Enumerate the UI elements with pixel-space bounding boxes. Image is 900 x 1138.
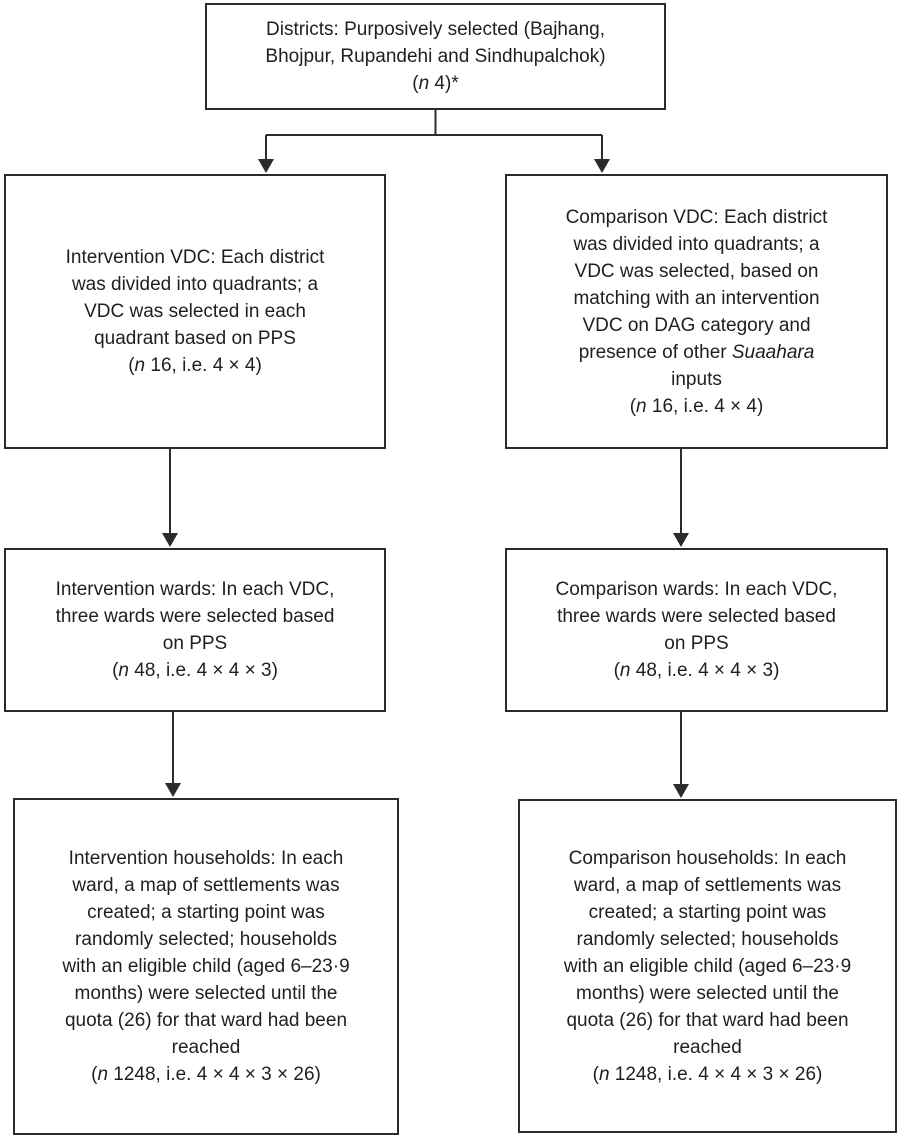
node-comparison-vdc-body: Comparison VDC: Each district was divide… [556,204,838,393]
node-intervention-vdc-text: Intervention VDC: Each district was divi… [65,247,325,349]
node-intervention-households-body: Intervention households: In each ward, a… [59,845,353,1061]
node-intervention-wards-body: Intervention wards: In each VDC, three w… [49,576,341,657]
arrowhead-to-comparison-households [673,784,689,798]
node-intervention-vdc-stat: (n 16, i.e. 4 × 4) [128,352,262,379]
arrowhead-to-intervention-wards [162,533,178,547]
stat-rest: 48, i.e. 4 × 4 × 3) [128,660,278,681]
stat-open: ( [112,660,119,681]
node-comparison-households-stat: (n 1248, i.e. 4 × 4 × 3 × 26) [593,1061,823,1088]
node-comparison-households-body: Comparison households: In each ward, a m… [561,845,855,1061]
stat-open: ( [629,395,637,417]
node-intervention-wards-stat: (n 48, i.e. 4 × 4 × 3) [112,657,278,684]
arrowhead-to-comparison-vdc [594,159,610,173]
node-districts-body: Districts: Purposively selected (Bajhang… [250,16,622,70]
node-comparison-vdc: Comparison VDC: Each district was divide… [505,174,888,449]
stat-n: n [134,355,146,376]
node-intervention-households: Intervention households: In each ward, a… [13,798,399,1135]
stat-open: ( [412,73,419,94]
stat-open: ( [91,1064,98,1085]
stat-n: n [619,660,631,681]
arrowhead-to-intervention-households [165,783,181,797]
stat-open: ( [613,660,620,681]
stat-open: ( [592,1063,599,1085]
node-districts: Districts: Purposively selected (Bajhang… [205,3,666,110]
node-intervention-households-text: Intervention households: In each ward, a… [62,848,350,1058]
stat-n: n [118,660,129,681]
node-intervention-vdc-body: Intervention VDC: Each district was divi… [54,244,336,352]
node-comparison-households-text: Comparison households: In each ward, a m… [563,847,852,1058]
arrowhead-to-intervention-vdc [258,159,274,173]
node-comparison-wards-body: Comparison wards: In each VDC, three war… [551,576,843,657]
arrowhead-to-comparison-wards [673,533,689,547]
stat-rest: 4)* [429,73,459,94]
node-intervention-households-stat: (n 1248, i.e. 4 × 4 × 3 × 26) [91,1061,321,1088]
stat-rest: 16, i.e. 4 × 4) [145,355,262,376]
node-comparison-vdc-stat: (n 16, i.e. 4 × 4) [630,393,764,420]
stat-n: n [97,1064,109,1085]
node-intervention-wards: Intervention wards: In each VDC, three w… [4,548,386,712]
stat-n: n [598,1063,610,1085]
node-comparison-wards-stat: (n 48, i.e. 4 × 4 × 3) [614,657,780,684]
stat-n: n [636,395,647,417]
node-comparison-vdc-text-italic: Suaahara [731,341,815,363]
node-comparison-vdc-text-2: inputs [671,368,722,390]
node-comparison-households: Comparison households: In each ward, a m… [518,799,897,1133]
stat-rest: 16, i.e. 4 × 4) [646,395,764,417]
stat-open: ( [128,355,135,376]
node-districts-stat: (n 4)* [412,70,458,97]
node-comparison-wards-text: Comparison wards: In each VDC, three war… [555,579,838,654]
stat-rest: 48, i.e. 4 × 4 × 3) [630,660,780,681]
node-intervention-vdc: Intervention VDC: Each district was divi… [4,174,386,449]
node-comparison-vdc-text-1: Comparison VDC: Each district was divide… [565,206,828,363]
stat-n: n [418,73,430,94]
node-districts-text: Districts: Purposively selected (Bajhang… [265,19,606,67]
node-comparison-wards: Comparison wards: In each VDC, three war… [505,548,888,712]
node-intervention-wards-text: Intervention wards: In each VDC, three w… [55,579,335,654]
stat-rest: 1248, i.e. 4 × 4 × 3 × 26) [609,1063,823,1085]
stat-rest: 1248, i.e. 4 × 4 × 3 × 26) [108,1064,321,1085]
